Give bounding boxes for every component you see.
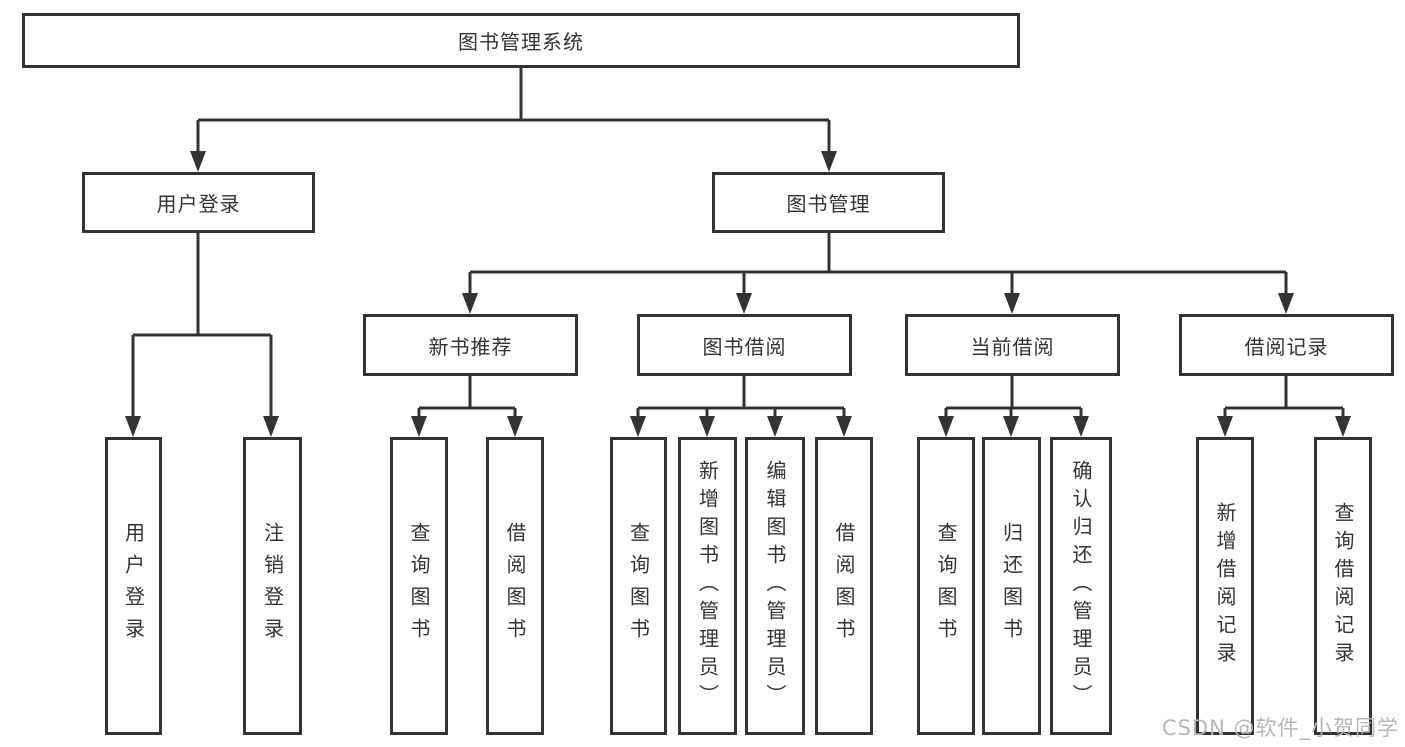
node-new-book-recommend-label: 新书推荐 bbox=[428, 334, 513, 359]
leaf-add-books-admin: 新增图书（管理员） bbox=[678, 437, 737, 735]
node-root-label: 图书管理系统 bbox=[458, 30, 584, 54]
leaf-add-books-admin-label: 新增图书（管理员） bbox=[695, 460, 720, 712]
leaf-query-books-borrow-label: 查询图书 bbox=[626, 522, 651, 650]
leaf-borrow-books-label: 借阅图书 bbox=[832, 522, 856, 650]
leaf-add-borrow-record-label: 新增借阅记录 bbox=[1213, 502, 1237, 670]
leaf-return-books: 归还图书 bbox=[982, 437, 1041, 735]
leaf-return-books-label: 归还图书 bbox=[999, 522, 1024, 650]
node-borrowing-records-label: 借阅记录 bbox=[1244, 334, 1329, 359]
leaf-logout-label: 注销登录 bbox=[260, 522, 285, 650]
leaf-query-borrow-record-label: 查询借阅记录 bbox=[1331, 502, 1355, 670]
node-user-login: 用户登录 bbox=[82, 172, 315, 233]
leaf-borrow-books-recommend: 借阅图书 bbox=[486, 437, 544, 735]
node-book-management-label: 图书管理 bbox=[786, 192, 871, 216]
leaf-borrow-books: 借阅图书 bbox=[815, 437, 873, 735]
node-book-borrowing-label: 图书借阅 bbox=[702, 334, 787, 359]
arrow-down-icons bbox=[125, 151, 1351, 437]
leaf-query-books-recommend-label: 查询图书 bbox=[407, 522, 431, 650]
leaf-query-books-current: 查询图书 bbox=[917, 437, 975, 735]
leaf-confirm-return-admin-label: 确认归还（管理员） bbox=[1069, 460, 1093, 712]
node-user-login-label: 用户登录 bbox=[156, 192, 241, 216]
leaf-user-login-label: 用户登录 bbox=[121, 522, 146, 650]
node-new-book-recommend: 新书推荐 bbox=[363, 314, 578, 376]
csdn-watermark: CSDN @软件_小贺同学 bbox=[1161, 716, 1399, 740]
leaf-query-books-recommend: 查询图书 bbox=[390, 437, 448, 735]
leaf-edit-books-admin: 编辑图书（管理员） bbox=[745, 437, 805, 735]
node-current-borrowing-label: 当前借阅 bbox=[970, 334, 1055, 359]
leaf-query-books-borrow: 查询图书 bbox=[610, 437, 667, 735]
node-book-management: 图书管理 bbox=[712, 172, 945, 233]
node-current-borrowing: 当前借阅 bbox=[905, 314, 1120, 376]
node-book-borrowing: 图书借阅 bbox=[637, 314, 852, 376]
leaf-confirm-return-admin: 确认归还（管理员） bbox=[1050, 437, 1112, 735]
leaf-query-books-current-label: 查询图书 bbox=[934, 522, 958, 650]
connector-lines bbox=[131, 68, 1345, 423]
node-library-management-system: 图书管理系统 bbox=[22, 13, 1020, 68]
leaf-edit-books-admin-label: 编辑图书（管理员） bbox=[763, 460, 787, 712]
leaf-add-borrow-record: 新增借阅记录 bbox=[1196, 437, 1254, 735]
node-borrowing-records: 借阅记录 bbox=[1179, 314, 1394, 376]
leaf-query-borrow-record: 查询借阅记录 bbox=[1314, 437, 1372, 735]
leaf-logout: 注销登录 bbox=[243, 437, 302, 735]
leaf-borrow-books-recommend-label: 借阅图书 bbox=[503, 522, 527, 650]
leaf-user-login: 用户登录 bbox=[105, 437, 162, 735]
